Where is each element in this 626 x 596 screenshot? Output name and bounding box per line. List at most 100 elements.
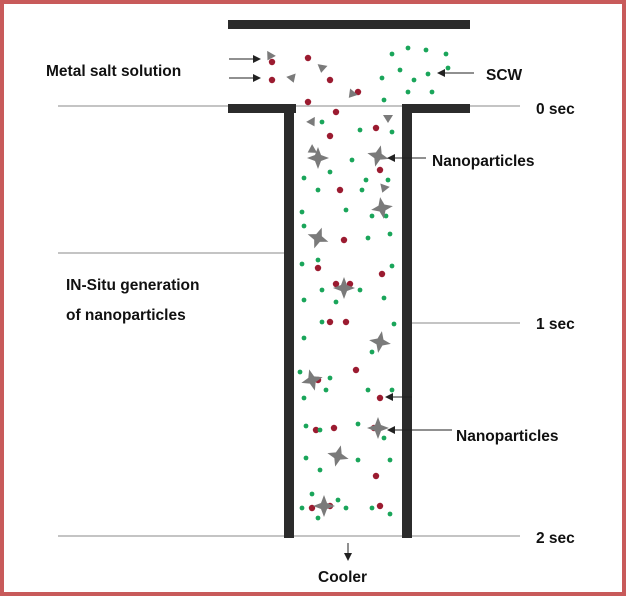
nanoparticle — [313, 495, 335, 517]
triangle-particle — [286, 73, 296, 83]
nanoparticle — [301, 369, 323, 391]
scw-particle — [389, 387, 395, 393]
scw-particle — [349, 157, 355, 163]
scw-particle — [297, 369, 303, 375]
scw-particle — [363, 177, 369, 183]
scw-particle — [309, 491, 315, 497]
scw-particle — [333, 299, 339, 305]
scw-particle — [381, 295, 387, 301]
metal-salt-particle — [304, 98, 312, 106]
scw-particle — [301, 297, 307, 303]
label-time-2: 2 sec — [536, 530, 575, 547]
scw-particle — [301, 395, 307, 401]
triangle-particle — [317, 64, 328, 73]
scw-particle — [335, 497, 341, 503]
metal-salt-particle — [352, 366, 360, 374]
scw-particle — [379, 75, 385, 81]
right-flange — [402, 104, 470, 113]
scw-particle — [443, 51, 449, 57]
metal-salt-particle — [330, 424, 338, 432]
nanoparticle — [333, 277, 355, 299]
nanoparticle — [371, 197, 393, 219]
scw-particle — [301, 335, 307, 341]
label-nanoparticles-bottom: Nanoparticles — [456, 428, 559, 445]
scw-particle — [343, 207, 349, 213]
scw-particle — [319, 119, 325, 125]
scw-particle — [369, 213, 375, 219]
metal-salt-particle — [326, 318, 334, 326]
nanoparticle — [307, 147, 329, 169]
scw-particle — [359, 187, 365, 193]
metal-salt-particle — [336, 186, 344, 194]
scw-particle — [425, 71, 431, 77]
scw-particle — [429, 89, 435, 95]
metal-salt-particle — [308, 504, 316, 512]
scw-particle — [319, 319, 325, 325]
scw-particle — [355, 421, 361, 427]
scw-particle — [301, 175, 307, 181]
metal-salt-particle — [376, 394, 384, 402]
scw-particle — [327, 169, 333, 175]
scw-particle — [317, 427, 323, 433]
nanoparticle — [369, 331, 391, 353]
scw-particle — [369, 505, 375, 511]
metal-salt-particle — [332, 280, 340, 288]
scw-particle — [365, 235, 371, 241]
scw-particle — [445, 65, 451, 71]
scw-particle — [389, 51, 395, 57]
nanoparticle — [327, 445, 349, 467]
metal-salt-particle — [354, 88, 362, 96]
metal-salt-particle — [340, 236, 348, 244]
scw-particle — [405, 45, 411, 51]
label-cooler: Cooler — [318, 569, 367, 586]
scw-particle — [357, 287, 363, 293]
scw-particle — [343, 505, 349, 511]
metal-salt-particle — [376, 502, 384, 510]
nanoparticle — [367, 145, 389, 167]
metal-salt-particle — [342, 318, 350, 326]
scw-particle — [357, 127, 363, 133]
label-time-0: 0 sec — [536, 101, 575, 118]
label-scw: SCW — [486, 67, 523, 84]
top-cap — [228, 20, 470, 29]
scw-particle — [317, 467, 323, 473]
metal-salt-particle — [372, 124, 380, 132]
left-flange — [228, 104, 296, 113]
label-metal-salt-solution: Metal salt solution — [46, 63, 181, 80]
metal-salt-particle — [304, 54, 312, 62]
metal-salt-particle — [378, 270, 386, 278]
scw-particle — [327, 375, 333, 381]
scw-particle — [365, 387, 371, 393]
metal-salt-particle — [326, 132, 334, 140]
metal-salt-particle — [312, 426, 320, 434]
scw-particle — [389, 129, 395, 135]
label-time-1: 1 sec — [536, 316, 575, 333]
metal-salt-particle — [314, 264, 322, 272]
triangle-particle — [306, 116, 315, 127]
scw-particle — [391, 321, 397, 327]
metal-salt-particle — [332, 108, 340, 116]
scw-particle — [423, 47, 429, 53]
scw-particle — [315, 515, 321, 521]
metal-salt-particle — [268, 58, 276, 66]
triangle-particle — [348, 88, 358, 98]
scw-particle — [299, 209, 305, 215]
scw-particle — [369, 349, 375, 355]
metal-salt-particle — [376, 166, 384, 174]
scw-particle — [355, 457, 361, 463]
right-wall — [402, 104, 412, 538]
scw-particle — [299, 505, 305, 511]
scw-particle — [397, 67, 403, 73]
label-nanoparticles-top: Nanoparticles — [432, 153, 535, 170]
nanoparticle — [307, 227, 329, 249]
metal-salt-particle — [326, 76, 334, 84]
scw-particle — [381, 97, 387, 103]
triangle-particle — [383, 115, 393, 123]
scw-particle — [387, 457, 393, 463]
particle-field — [267, 45, 451, 521]
triangle-particle — [267, 50, 276, 61]
scw-particle — [405, 89, 411, 95]
scw-particle — [383, 213, 389, 219]
